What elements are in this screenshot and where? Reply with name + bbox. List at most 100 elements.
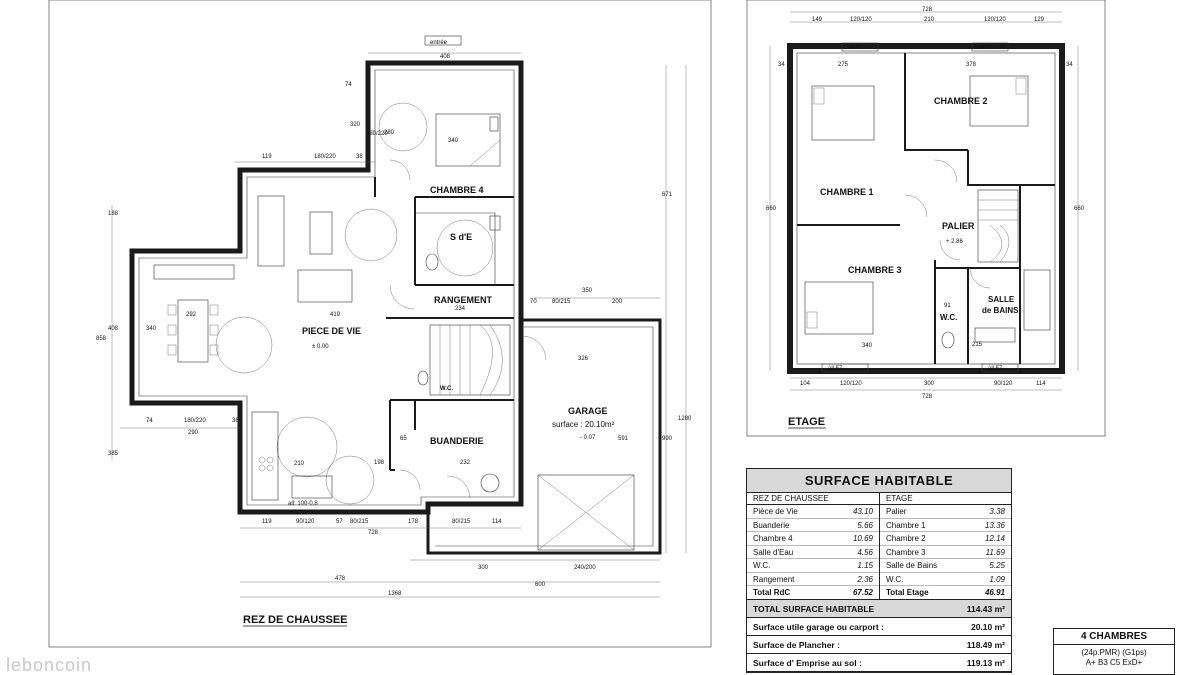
dim-232: 232 xyxy=(460,460,471,466)
upper-dim-34: 34 xyxy=(778,62,785,68)
ground-floor-plan: entrée 408 320 74 180/220 119 180/220 38… xyxy=(96,35,692,627)
room-palier: PALIER xyxy=(942,221,975,231)
dim-858: 858 xyxy=(96,336,107,342)
dim-240-200: 240/200 xyxy=(574,565,596,571)
dim-1368: 1368 xyxy=(388,591,402,597)
dim-114: 114 xyxy=(492,519,502,525)
toilet-wc xyxy=(417,370,429,386)
top-sign-label: entrée xyxy=(430,40,448,46)
dim-70: 70 xyxy=(530,299,537,305)
kitchen-counter-top xyxy=(153,264,235,280)
emprise-surface-row: Surface d' Emprise au sol :119.13 m² xyxy=(747,654,1011,672)
garage-door xyxy=(537,474,635,551)
dim-119: 119 xyxy=(262,154,272,160)
ground-stairs xyxy=(429,324,511,396)
armchair xyxy=(297,269,353,303)
pillow-chambre4 xyxy=(489,116,499,132)
upper-dim-120-120c: 120/120 xyxy=(840,381,862,387)
dim-340: 340 xyxy=(448,138,459,144)
garage-inner-line xyxy=(435,326,654,547)
garage-surface-row: Surface utile garage ou carport :20.10 m… xyxy=(747,618,1011,636)
kitchen-sink xyxy=(291,475,333,499)
ground-floor-title: REZ DE CHAUSSEE xyxy=(243,614,348,626)
upper-floor-plan: 728 149 120/120 210 120/120 129 all 97 a… xyxy=(766,7,1085,429)
upper-dim-all57: all 57 xyxy=(828,366,843,372)
palier-level: + 2.86 xyxy=(946,239,964,245)
bed-chambre4 xyxy=(435,113,501,167)
upper-dim-91: 91 xyxy=(944,303,951,309)
window-top-1 xyxy=(841,42,879,52)
dim-419: 419 xyxy=(330,312,341,318)
room-buanderie: BUANDERIE xyxy=(430,436,484,446)
dim-210: 210 xyxy=(294,461,305,467)
ground-outer-wall xyxy=(129,60,524,515)
room-sde: S d'E xyxy=(450,232,472,242)
ground-inner-wall-line xyxy=(138,69,515,506)
upper-stairs xyxy=(977,189,1019,263)
upper-dim-340: 340 xyxy=(862,343,873,349)
upper-sheet-frame xyxy=(746,0,1106,437)
turn-circle-6 xyxy=(325,455,375,505)
dim-180-220c: 180/220 xyxy=(184,418,206,424)
upper-dim-300: 300 xyxy=(924,381,935,387)
dim-300: 300 xyxy=(478,565,489,571)
dim-320: 320 xyxy=(350,122,361,128)
partition-chambre4 xyxy=(374,177,514,198)
ground-column-header: REZ DE CHAUSSEE xyxy=(747,493,879,505)
dim-591: 591 xyxy=(618,436,629,442)
garage-wall xyxy=(426,318,662,555)
bedrooms-badge-line2: A+ B3 C5 ExD+ xyxy=(1085,658,1143,667)
dim-80-215: 80/215 xyxy=(552,299,571,305)
turn-circle-3 xyxy=(436,219,494,277)
room-chambre4: CHAMBRE 4 xyxy=(430,185,484,195)
dim-234: 234 xyxy=(455,306,466,312)
upper-dim-34b: 34 xyxy=(1066,62,1073,68)
dim-200: 200 xyxy=(612,299,623,305)
dim-180-220b: 180/220 xyxy=(314,154,336,160)
dining-table xyxy=(177,299,209,363)
room-wc-upper: W.C. xyxy=(940,313,957,322)
upper-dim-660b: 660 xyxy=(1074,206,1085,212)
upper-dim-all97: all 97 xyxy=(848,45,863,51)
table-row: W.C.1.09 xyxy=(880,573,1011,586)
dim-80-215b: 80/215 xyxy=(350,519,369,525)
upper-dim-660: 660 xyxy=(766,206,777,212)
upper-dim-90-120: 90/120 xyxy=(994,381,1013,387)
dim-38: 38 xyxy=(356,154,363,160)
bedrooms-badge-line1: (24p.PMR) (G1ps) xyxy=(1081,648,1147,657)
garage-surface: surface : 20.10m² xyxy=(552,420,615,429)
surface-table: SURFACE HABITABLE REZ DE CHAUSSEE Pièce … xyxy=(746,468,1012,673)
bedrooms-badge-title: 4 CHAMBRES xyxy=(1054,629,1174,645)
dim-292: 292 xyxy=(186,312,197,318)
upper-dim-all97b: all 97 xyxy=(978,45,993,51)
room-salle-de-bains: de BAINS xyxy=(982,306,1019,315)
table-row: W.C.1.15 xyxy=(747,559,879,573)
surface-table-title: SURFACE HABITABLE xyxy=(747,469,1011,493)
sofa xyxy=(257,195,285,267)
upper-dim-all57b: all 57 xyxy=(988,366,1003,372)
window-bottom-2 xyxy=(981,363,1019,373)
dim-74: 74 xyxy=(345,82,352,88)
window-top-2 xyxy=(971,42,1009,52)
dim-385: 385 xyxy=(108,451,119,457)
turn-circle-4 xyxy=(215,316,273,374)
dim-all: all: 100-0.8 xyxy=(288,501,318,507)
partition-bath xyxy=(935,185,1021,364)
dim-178: 178 xyxy=(408,519,419,525)
bed-chambre3 xyxy=(804,281,874,335)
partition-chambre2 xyxy=(904,53,968,151)
dim-65: 65 xyxy=(400,436,407,442)
room-chambre1: CHAMBRE 1 xyxy=(820,187,874,197)
watermark: leboncoin xyxy=(6,655,93,675)
upper-dim-120-120b: 120/120 xyxy=(984,17,1006,23)
dim-36: 36 xyxy=(232,418,239,424)
